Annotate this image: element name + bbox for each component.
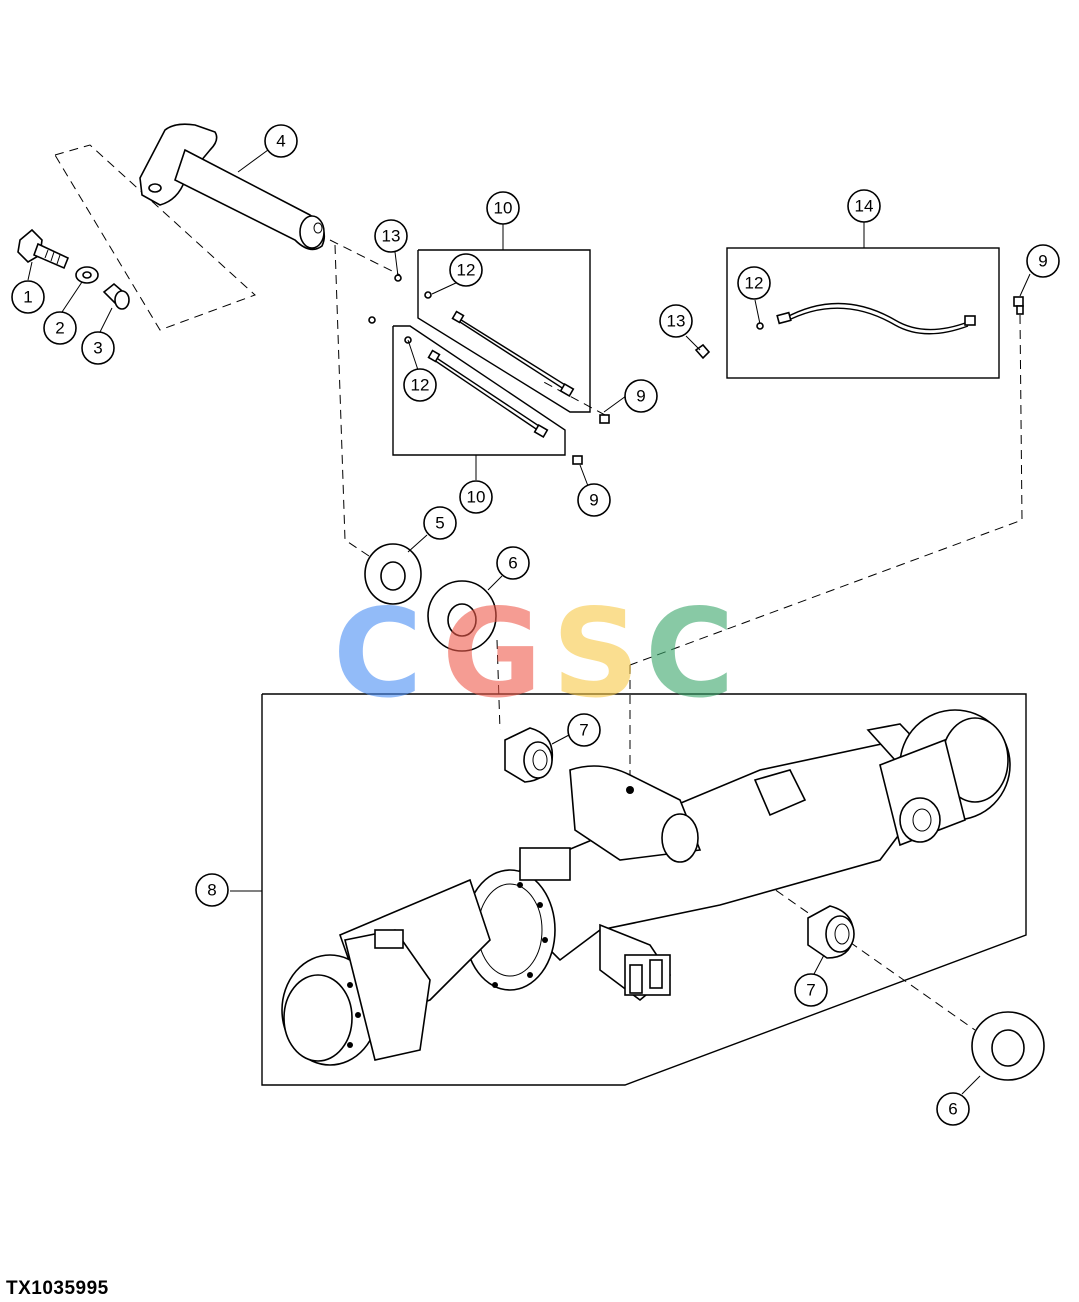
watermark-letter-3: S — [552, 583, 640, 725]
svg-text:12: 12 — [411, 376, 430, 395]
watermark-letter-4: C — [645, 583, 735, 725]
callout-3: 3 — [81, 331, 115, 365]
svg-text:12: 12 — [457, 261, 476, 280]
svg-text:10: 10 — [494, 199, 513, 218]
washer-part-2 — [75, 266, 99, 284]
svg-text:13: 13 — [667, 312, 686, 331]
svg-text:14: 14 — [855, 197, 874, 216]
figure-id-label: TX1035995 — [6, 1278, 109, 1299]
callout-1: 1 — [11, 280, 45, 314]
spacer-part-3 — [102, 282, 130, 310]
thrust-washer-part-5 — [364, 543, 422, 605]
seal-part-6-lower — [971, 1011, 1045, 1081]
assembly-guide-lines — [54, 144, 1023, 1031]
svg-text:13: 13 — [382, 227, 401, 246]
svg-text:3: 3 — [93, 339, 102, 358]
callout-9-right: 9 — [1026, 244, 1060, 278]
svg-text:9: 9 — [636, 387, 645, 406]
callout-10-bottom: 10 — [459, 480, 493, 514]
callout-14: 14 — [847, 189, 881, 223]
pivot-pin-part-4 — [139, 123, 326, 251]
fitting-9-pieces — [394, 274, 1024, 465]
callout-13-top: 13 — [374, 219, 408, 253]
svg-text:2: 2 — [55, 319, 64, 338]
svg-text:1: 1 — [23, 288, 32, 307]
callout-7-lower: 7 — [794, 973, 828, 1007]
bushing-part-7-upper — [504, 727, 554, 783]
svg-text:12: 12 — [745, 274, 764, 293]
hose-kit-14 — [694, 247, 1000, 379]
svg-text:9: 9 — [589, 491, 598, 510]
callout-4: 4 — [264, 124, 298, 158]
callout-2: 2 — [43, 311, 77, 345]
svg-text:8: 8 — [207, 881, 216, 900]
callout-13-right: 13 — [659, 304, 693, 338]
svg-text:10: 10 — [467, 488, 486, 507]
axle-assembly-part-8 — [261, 693, 1027, 1086]
watermark-letter-2: G — [442, 583, 542, 725]
watermark: C G S C — [333, 583, 735, 725]
svg-text:4: 4 — [276, 132, 285, 151]
seal-part-6-upper — [427, 580, 497, 652]
watermark-letter-1: C — [333, 583, 423, 725]
callout-9-middle: 9 — [624, 379, 658, 413]
callout-10-top: 10 — [486, 191, 520, 225]
callout-7-upper: 7 — [567, 713, 601, 747]
svg-text:7: 7 — [579, 721, 588, 740]
svg-text:7: 7 — [806, 981, 815, 1000]
svg-text:9: 9 — [1038, 252, 1047, 271]
hose-kit-10-bottom — [368, 316, 566, 456]
svg-text:6: 6 — [508, 554, 517, 573]
bushing-part-7-lower — [807, 905, 855, 959]
svg-text:6: 6 — [948, 1100, 957, 1119]
callout-12-top: 12 — [449, 253, 483, 287]
bolt-part-1 — [17, 228, 70, 270]
callout-6-lower: 6 — [936, 1092, 970, 1126]
callout-8: 8 — [195, 873, 229, 907]
callout-12-right: 12 — [737, 266, 771, 300]
leader-lines — [27, 149, 1031, 1095]
callout-9-lower: 9 — [577, 483, 611, 517]
svg-text:5: 5 — [435, 514, 444, 533]
callout-12-left: 12 — [403, 368, 437, 402]
callout-5: 5 — [423, 506, 457, 540]
hose-kit-10-top — [417, 249, 591, 413]
callout-6-upper: 6 — [496, 546, 530, 580]
